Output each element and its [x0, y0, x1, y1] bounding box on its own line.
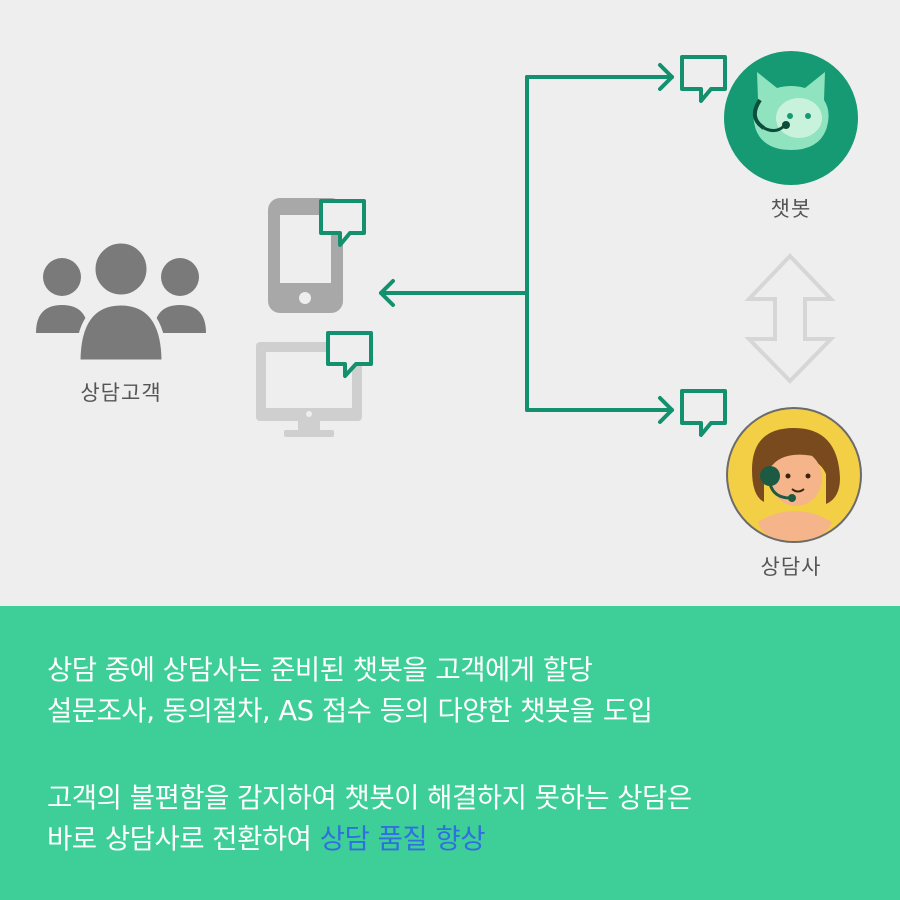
- connection-lines: [36, 51, 862, 543]
- chatbot-avatar-icon: [724, 51, 858, 185]
- caption-line: 바로 상담사로 전환하여 상담 품질 향상: [47, 819, 692, 860]
- chatbot-label: 챗봇: [770, 197, 812, 221]
- highlight-text: 상담 품질 향상: [319, 823, 486, 855]
- double-arrow-icon: [744, 253, 836, 384]
- caption-panel: 상담 중에 상담사는 준비된 챗봇을 고객에게 할당 설문조사, 동의절차, A…: [0, 606, 900, 900]
- chat-bubble-icon: [680, 55, 727, 103]
- customers-icon: [36, 238, 206, 365]
- caption-paragraph-1: 상담 중에 상담사는 준비된 챗봇을 고객에게 할당 설문조사, 동의절차, A…: [47, 650, 653, 732]
- caption-paragraph-2: 고객의 불편함을 감지하여 챗봇이 해결하지 못하는 상담은 바로 상담사로 전…: [47, 778, 692, 860]
- chat-bubble-icon: [319, 199, 366, 247]
- diagram: 상담고객 챗봇 상담사: [0, 0, 900, 606]
- arrow-left-icon: [379, 279, 395, 307]
- caption-line: 고객의 불편함을 감지하여 챗봇이 해결하지 못하는 상담은: [47, 782, 692, 814]
- arrow-right-icon: [658, 396, 674, 424]
- agent-avatar-icon: [726, 407, 862, 543]
- chat-bubble-icon: [680, 389, 727, 437]
- agent-label: 상담사: [760, 555, 822, 579]
- chat-bubble-icon: [326, 331, 373, 378]
- caption-line: 설문조사, 동의절차, AS 접수 등의 다양한 챗봇을 도입: [47, 695, 653, 727]
- caption-text: 바로 상담사로 전환하여: [47, 823, 320, 855]
- caption-line: 상담 중에 상담사는 준비된 챗봇을 고객에게 할당: [47, 654, 593, 686]
- customer-label: 상담고객: [80, 381, 162, 405]
- arrow-right-icon: [658, 63, 674, 91]
